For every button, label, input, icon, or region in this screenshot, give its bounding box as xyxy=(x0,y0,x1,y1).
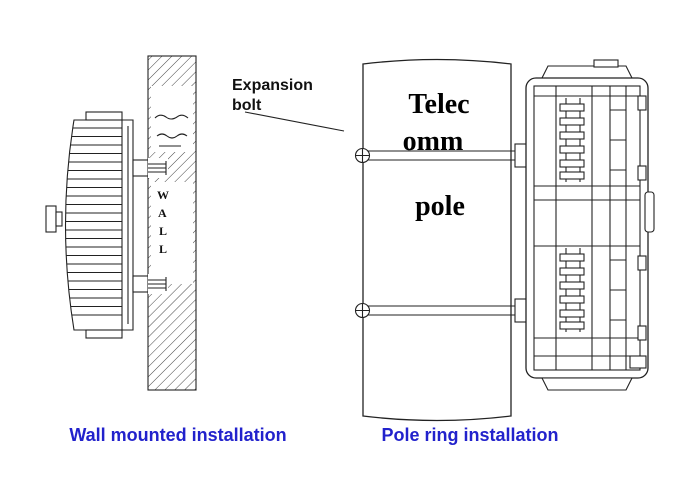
wall-letter-l1: L xyxy=(159,224,167,238)
closure-horizontal-ribs xyxy=(534,95,640,357)
closure-inner-frame xyxy=(533,85,641,371)
mount-bracket-bottom xyxy=(132,275,149,293)
hinge-block xyxy=(637,165,647,181)
closure-bottom-cap-front xyxy=(541,377,633,391)
wall-mounted-caption: Wall mounted installation xyxy=(69,425,286,445)
clamp-rods xyxy=(565,98,581,332)
closure-clasp xyxy=(629,355,647,369)
closure-latch xyxy=(45,205,57,233)
mount-bracket-top xyxy=(132,159,149,177)
expansion-bolt-bottom xyxy=(148,277,167,291)
clamp-clip xyxy=(559,117,585,126)
closure-top-cap-front xyxy=(541,65,633,79)
closure-top-bump xyxy=(593,59,619,68)
pole-label-line3: pole xyxy=(415,191,465,222)
clamp-clip xyxy=(559,159,585,168)
clamp-clip xyxy=(559,295,585,304)
wall-watermark-lines xyxy=(154,114,189,147)
telecom-pole xyxy=(362,58,512,422)
pole-ring-installation-diagram: Telec omm pole xyxy=(354,58,655,445)
closure-latch-inner xyxy=(55,211,63,227)
pole-ring-rod-top xyxy=(368,150,526,161)
expansion-bolt-label-line1: Expansion xyxy=(232,77,313,94)
closure-fins xyxy=(65,127,122,316)
hinge-block xyxy=(637,255,647,271)
hinge-block xyxy=(637,325,647,341)
clamp-clip xyxy=(559,171,585,180)
wall-letter-a: A xyxy=(158,206,167,220)
closure-vertical-ribs xyxy=(555,86,627,370)
wall-letter-w: W xyxy=(157,188,169,202)
wall-mounted-installation-diagram: W A L L Expansion bolt Wall mounted inst… xyxy=(45,55,345,445)
hinge-ticks xyxy=(610,109,626,321)
pole-label-line2: omm xyxy=(403,126,464,157)
expansion-bolt-leader-line xyxy=(244,111,345,132)
closure-side-view-body xyxy=(64,119,134,331)
clamp-clip xyxy=(559,131,585,140)
closure-bottom-cap xyxy=(85,329,123,339)
closure-top-cap xyxy=(85,111,123,121)
clamp-clip xyxy=(559,321,585,330)
pole-ring-rod-bottom xyxy=(368,305,526,316)
clamp-clip xyxy=(559,103,585,112)
pole-ring-caption: Pole ring installation xyxy=(381,425,558,445)
closure-flange-lines xyxy=(121,120,129,330)
ring-bolt-cross-top xyxy=(356,149,369,162)
clamp-clip xyxy=(559,145,585,154)
closure-front-view xyxy=(525,59,655,391)
expansion-bolt-label-line2: bolt xyxy=(232,97,262,114)
clamp-clip xyxy=(559,267,585,276)
pole-label-line1: Telec xyxy=(408,89,469,120)
ring-bolt-cross-bottom xyxy=(356,304,369,317)
wall-letter-l2: L xyxy=(159,242,167,256)
expansion-bolt-top xyxy=(148,161,167,175)
clamp-clip xyxy=(559,281,585,290)
closure-outer-shell xyxy=(525,77,649,379)
clamp-clip xyxy=(559,309,585,318)
wall-window-main xyxy=(151,182,193,284)
clamp-clip xyxy=(559,253,585,262)
closure-handle xyxy=(644,191,655,233)
hinge-block xyxy=(637,95,647,111)
